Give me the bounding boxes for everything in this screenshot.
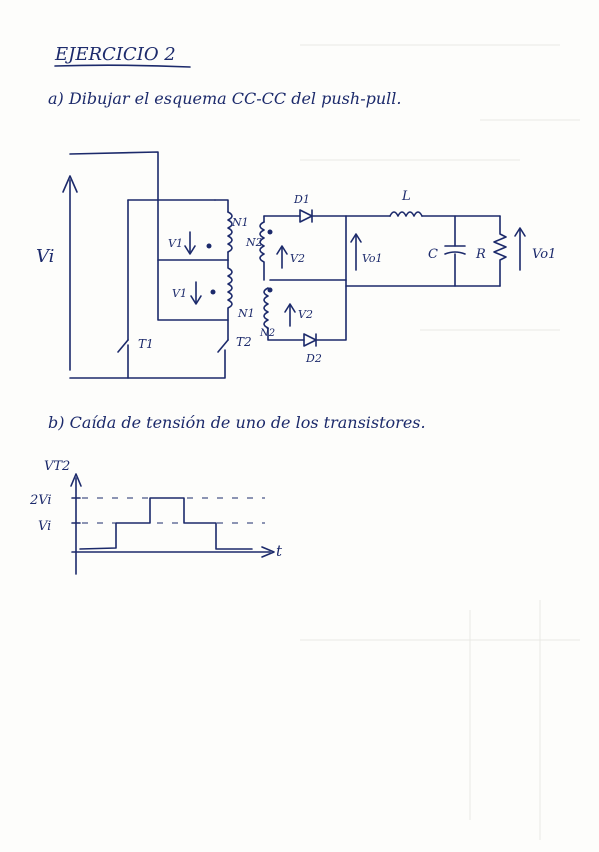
- x-axis-label: t: [276, 542, 283, 560]
- v1-top-label: V1: [168, 237, 183, 250]
- vo1-outer-arrowhead: [514, 227, 526, 237]
- polarity-dot-icon: [267, 229, 273, 235]
- capacitor-plate-bottom: [444, 251, 466, 255]
- exercise-heading: EJERCICIO 2: [54, 44, 176, 65]
- part-b-statement: b) Caída de tensión de uno de los transi…: [48, 413, 426, 432]
- n2-top-winding-icon: [259, 221, 265, 281]
- vo1-inner-arrowhead: [350, 233, 362, 243]
- d2-diode-icon: [303, 333, 317, 347]
- capacitor-label: C: [428, 247, 438, 262]
- n1-top-label: N1: [231, 216, 249, 229]
- y-axis-label: VT2: [44, 459, 70, 474]
- primary-bottom-wire: [157, 259, 229, 321]
- x-axis-arrowhead: [261, 546, 275, 558]
- t1-switch-icon: [117, 339, 129, 353]
- vo1-inner-label: Vo1: [362, 252, 383, 265]
- d1-diode-icon: [299, 209, 313, 223]
- d2-output-wire: [315, 215, 347, 341]
- vo1-outer-label: Vo1: [532, 247, 556, 262]
- push-pull-circuit: Vi T1 T2 V1 V1 N1 N2 N1 N2: [36, 151, 556, 379]
- resistor-icon: [493, 215, 507, 287]
- t2-label: T2: [236, 335, 252, 349]
- v1-top-arrowhead: [184, 245, 196, 255]
- n1-top-winding-icon: [227, 211, 233, 253]
- polarity-dot-icon: [267, 287, 273, 293]
- inductor-label: L: [401, 189, 411, 204]
- v1-bottom-label: V1: [172, 287, 187, 300]
- d1-label: D1: [293, 193, 310, 206]
- n2-bottom-winding-icon: [263, 287, 305, 341]
- ground-return-wire: [127, 344, 226, 379]
- n2-top-label: N2: [245, 236, 263, 249]
- v2-top-arrowhead: [276, 245, 288, 255]
- t1-label: T1: [138, 337, 154, 351]
- supply-top-wire: [69, 151, 159, 201]
- n1-bottom-label: N1: [237, 307, 255, 320]
- level-low-label: Vi: [38, 519, 51, 534]
- v2-bottom-label: V2: [298, 308, 313, 321]
- n2-bottom-label: N2: [259, 328, 275, 339]
- polarity-dot-icon: [206, 243, 212, 249]
- inductor-icon: [389, 211, 423, 217]
- v2-top-label: V2: [290, 252, 305, 265]
- resistor-label: R: [475, 247, 486, 262]
- t2-switch-icon: [217, 339, 229, 353]
- heading-underline: [54, 64, 191, 68]
- vi-arrowhead: [62, 175, 78, 193]
- y-axis-arrowhead: [70, 473, 82, 487]
- v1-bottom-arrowhead: [190, 295, 202, 305]
- vi-label: Vi: [36, 246, 54, 267]
- level-high-label: 2Vi: [29, 493, 52, 508]
- n1-bottom-winding-icon: [227, 259, 233, 341]
- vt2-waveform-trace: [79, 497, 253, 550]
- part-a-statement: a) Dibujar el esquema CC-CC del push-pul…: [48, 89, 401, 108]
- vt2-waveform: VT2 t 2Vi Vi: [29, 459, 283, 575]
- v2-bottom-arrowhead: [284, 303, 296, 313]
- n1-top-lead: [214, 199, 229, 213]
- d2-label: D2: [305, 352, 322, 365]
- polarity-dot-icon: [210, 289, 216, 295]
- primary-center-tap-wire: [157, 199, 229, 261]
- bleed-through-marks: [300, 44, 580, 840]
